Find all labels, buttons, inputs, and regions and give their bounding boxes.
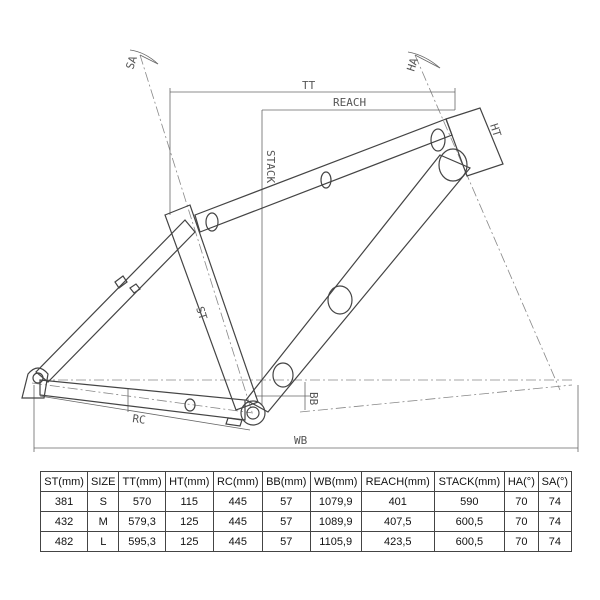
geometry-table: ST(mm) SIZE TT(mm) HT(mm) RC(mm) BB(mm) … bbox=[39, 471, 573, 552]
table-header-cell: HT(mm) bbox=[164, 471, 214, 492]
top-tube bbox=[194, 118, 453, 233]
label-wb: WB bbox=[294, 434, 308, 447]
table-cell: 445 bbox=[212, 531, 263, 552]
chain-stay bbox=[39, 379, 246, 421]
bicycle-frame bbox=[21, 107, 504, 427]
table-header-row: ST(mm) SIZE TT(mm) HT(mm) RC(mm) BB(mm) … bbox=[39, 471, 573, 492]
table-header-cell: HA(°) bbox=[503, 471, 539, 492]
table-cell: 115 bbox=[164, 491, 214, 512]
label-ht: HT bbox=[487, 122, 504, 139]
dropout-plate bbox=[21, 367, 49, 399]
label-sa: SA bbox=[123, 54, 140, 71]
seat-tube bbox=[164, 204, 259, 411]
table-header-cell: STACK(mm) bbox=[433, 471, 505, 492]
table-row: 381 S 570 115 445 57 1079,9 401 590 70 7… bbox=[39, 491, 573, 512]
label-st: ST bbox=[193, 305, 210, 322]
table-cell: 590 bbox=[433, 491, 505, 512]
table-cell: 381 bbox=[39, 491, 89, 512]
table-cell: M bbox=[87, 511, 120, 532]
table-cell: 74 bbox=[537, 531, 573, 552]
table-row: 432 M 579,3 125 445 57 1089,9 407,5 600,… bbox=[39, 511, 573, 532]
table-cell: 57 bbox=[261, 531, 311, 552]
label-rc: RC bbox=[132, 412, 147, 427]
table-cell: 482 bbox=[39, 531, 89, 552]
table-cell: 74 bbox=[537, 511, 573, 532]
table-cell: 570 bbox=[118, 491, 166, 512]
label-bb: BB bbox=[307, 392, 320, 406]
label-ha: HA bbox=[404, 56, 421, 73]
table-cell: 1089,9 bbox=[309, 511, 362, 532]
dimension-labels: SA HA TT REACH STACK HT ST RC BB WB bbox=[123, 54, 503, 447]
label-tt: TT bbox=[302, 79, 316, 92]
table-header-cell: SA(°) bbox=[537, 471, 573, 492]
table-cell: 125 bbox=[164, 531, 214, 552]
table-cell: 600,5 bbox=[433, 531, 505, 552]
label-stack: STACK bbox=[264, 150, 277, 183]
table-header-cell: WB(mm) bbox=[309, 471, 362, 492]
head-angle-marker bbox=[407, 51, 441, 69]
table-cell: 445 bbox=[212, 491, 263, 512]
table-header-cell: BB(mm) bbox=[261, 471, 311, 492]
table-cell: 57 bbox=[261, 491, 311, 512]
table-cell: 57 bbox=[261, 511, 311, 532]
construction-lines bbox=[31, 54, 575, 414]
table-header-cell: REACH(mm) bbox=[360, 471, 435, 492]
table-cell: 423,5 bbox=[360, 531, 435, 552]
table-header-cell: SIZE bbox=[87, 471, 120, 492]
table-cell: L bbox=[87, 531, 120, 552]
table-cell: 579,3 bbox=[118, 511, 166, 532]
table-cell: 432 bbox=[39, 511, 89, 532]
table-cell: 401 bbox=[360, 491, 435, 512]
table-cell: 70 bbox=[503, 491, 539, 512]
seat-angle-marker bbox=[129, 49, 159, 65]
table-cell: 125 bbox=[164, 511, 214, 532]
seat-stay bbox=[35, 219, 196, 383]
table-cell: 70 bbox=[503, 511, 539, 532]
table-cell: 595,3 bbox=[118, 531, 166, 552]
table-row: 482 L 595,3 125 445 57 1105,9 423,5 600,… bbox=[39, 531, 573, 552]
table-cell: 445 bbox=[212, 511, 263, 532]
table-cell: 1105,9 bbox=[309, 531, 362, 552]
down-tube bbox=[245, 154, 471, 413]
table-header-cell: RC(mm) bbox=[212, 471, 263, 492]
rear-dropout bbox=[32, 372, 44, 384]
table-cell: 407,5 bbox=[360, 511, 435, 532]
table-cell: 74 bbox=[537, 491, 573, 512]
table-cell: S bbox=[87, 491, 120, 512]
table-cell: 600,5 bbox=[433, 511, 505, 532]
dimension-lines bbox=[33, 88, 579, 452]
table-header-cell: ST(mm) bbox=[39, 471, 89, 492]
label-reach: REACH bbox=[333, 96, 366, 109]
head-tube bbox=[445, 107, 504, 177]
table-cell: 1079,9 bbox=[309, 491, 362, 512]
bottom-bracket bbox=[240, 400, 266, 426]
frame-geometry-diagram: SA HA TT REACH STACK HT ST RC BB WB bbox=[21, 49, 579, 452]
table-cell: 70 bbox=[503, 531, 539, 552]
table-header-cell: TT(mm) bbox=[118, 471, 166, 492]
geometry-table-container: ST(mm) SIZE TT(mm) HT(mm) RC(mm) BB(mm) … bbox=[39, 471, 573, 552]
